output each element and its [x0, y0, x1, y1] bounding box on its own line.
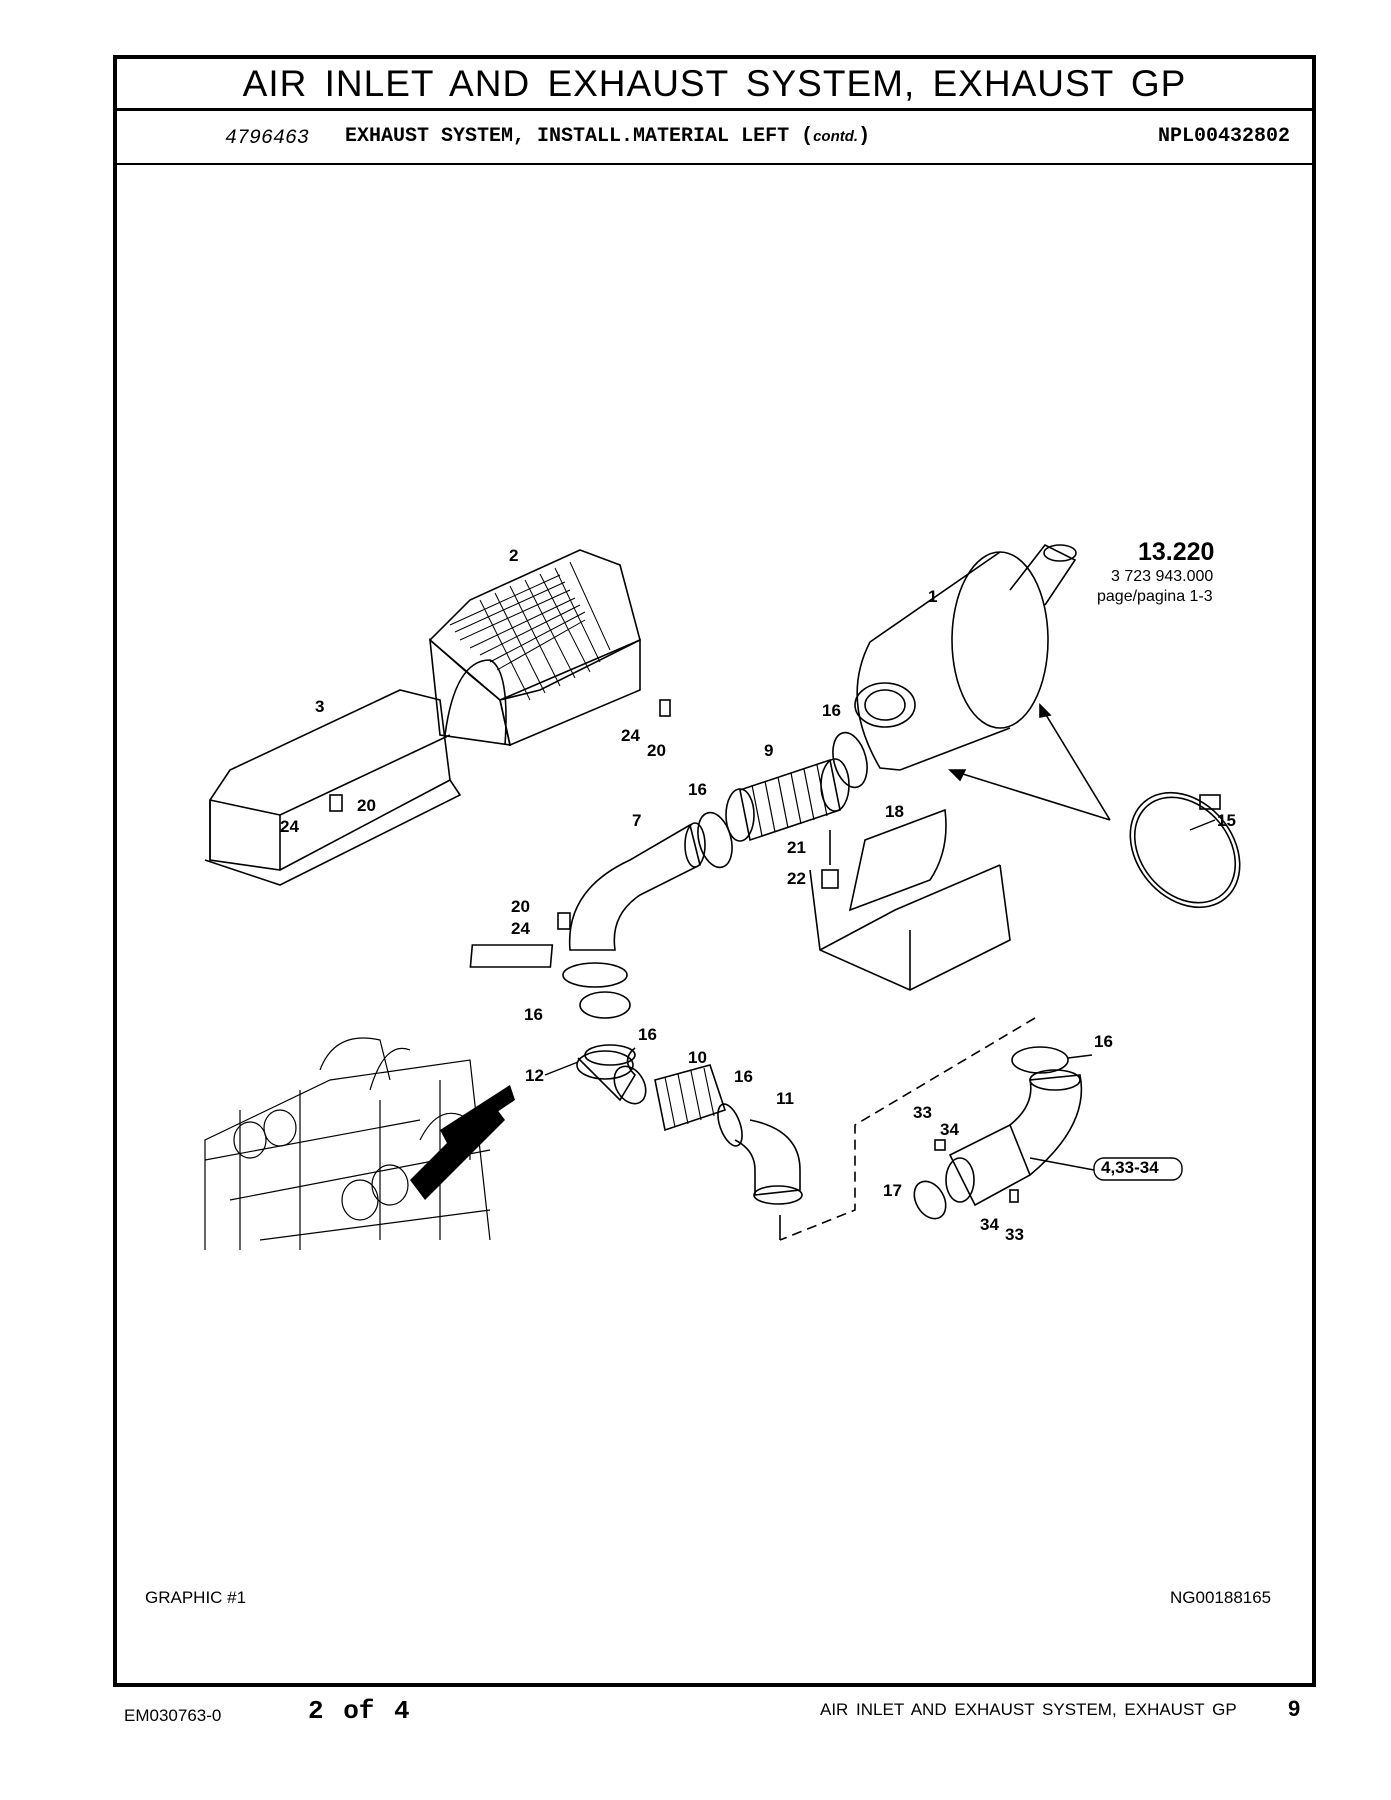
- callout-18: 18: [885, 802, 904, 821]
- guard-part-2: [428, 549, 641, 747]
- footer-doc-id: EM030763-0: [124, 1706, 222, 1725]
- callout-2: 2: [509, 546, 518, 565]
- callout-33b: 33: [1005, 1225, 1024, 1244]
- callout-34b: 34: [980, 1215, 999, 1234]
- callout-20a: 20: [357, 796, 376, 815]
- part-number: 4796463: [225, 127, 310, 150]
- footer-title: AIR INLET AND EXHAUST SYSTEM, EXHAUST GP: [820, 1700, 1237, 1719]
- elbow-pipe-part-7: [469, 822, 706, 988]
- callout-24a: 24: [280, 817, 299, 836]
- callout-16e: 16: [734, 1067, 753, 1086]
- housing-part-3: [204, 689, 462, 886]
- callout-11: 11: [776, 1089, 794, 1108]
- callout-16c: 16: [524, 1005, 543, 1024]
- callout-17: 17: [883, 1181, 902, 1200]
- leader-arrows: [948, 703, 1111, 821]
- callout-22: 22: [787, 869, 806, 888]
- callout-3: 3: [315, 697, 324, 716]
- description-close: ): [858, 125, 871, 148]
- callout-16f: 16: [1094, 1032, 1113, 1051]
- callout-15: 15: [1217, 811, 1236, 830]
- reference-number: 3 723 943.000: [1111, 568, 1214, 585]
- callout-16b: 16: [688, 780, 707, 799]
- callout-16d: 16: [638, 1025, 657, 1044]
- part-description: EXHAUST SYSTEM, INSTALL.MATERIAL LEFT (c…: [345, 125, 870, 148]
- contd-label: contd.: [813, 128, 859, 145]
- bellows-part-9: [725, 758, 850, 842]
- graphic-label: GRAPHIC #1: [145, 1588, 247, 1607]
- callout-4-33-34: 4,33-34: [1101, 1158, 1159, 1177]
- callout-9: 9: [764, 741, 773, 760]
- pipe-assembly-part-4: [913, 1069, 1083, 1220]
- heatshield-part-18: [809, 808, 1011, 991]
- callout-1: 1: [928, 587, 937, 606]
- callout-20b: 20: [647, 741, 666, 760]
- callout-24b: 24: [621, 726, 640, 745]
- bellows-part-10: [654, 1064, 727, 1132]
- callout-24c: 24: [511, 919, 530, 938]
- subheader: 4796463 EXHAUST SYSTEM, INSTALL.MATERIAL…: [117, 111, 1312, 165]
- elbow-part-11: [734, 1119, 803, 1205]
- reference-page: page/pagina 1-3: [1097, 588, 1213, 605]
- callout-12: 12: [525, 1066, 544, 1085]
- clamp-part-15: [1129, 791, 1241, 909]
- callout-10: 10: [688, 1048, 707, 1067]
- page-title: AIR INLET AND EXHAUST SYSTEM, EXHAUST GP: [117, 59, 1312, 111]
- document-code: NPL00432802: [1157, 125, 1290, 148]
- callout-20c: 20: [511, 897, 530, 916]
- reference-section: 13.220: [1138, 538, 1215, 566]
- page-frame: AIR INLET AND EXHAUST SYSTEM, EXHAUST GP…: [113, 55, 1316, 1687]
- description-text: EXHAUST SYSTEM, INSTALL.MATERIAL LEFT (: [345, 125, 814, 148]
- callout-34a: 34: [940, 1120, 959, 1139]
- muffler-part-1: [854, 543, 1077, 771]
- callout-33a: 33: [913, 1103, 932, 1122]
- elbow-part-12: [577, 1044, 637, 1102]
- graphic-id: NG00188165: [1170, 1588, 1272, 1607]
- callout-16a: 16: [822, 701, 841, 720]
- footer-page-number: 9: [1288, 1696, 1301, 1721]
- footer-page-of: 2 of 4: [308, 1696, 410, 1726]
- callout-7: 7: [632, 811, 641, 830]
- callout-21: 21: [787, 838, 806, 857]
- engine-exhaust-wrap: [410, 1085, 515, 1200]
